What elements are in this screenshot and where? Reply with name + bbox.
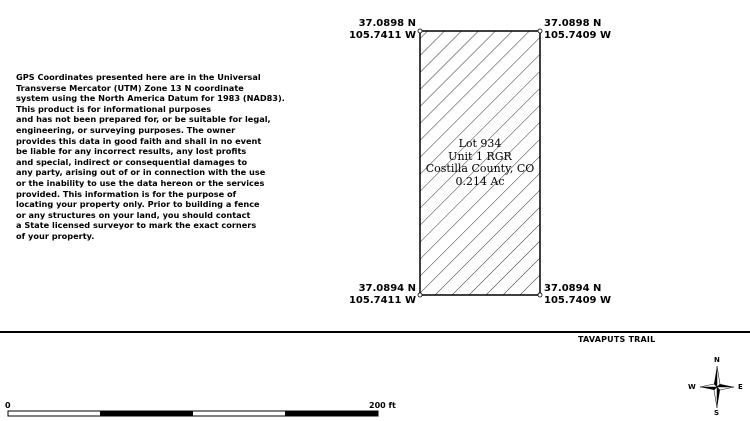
longitude-label: 105.7409 W	[544, 30, 612, 41]
latitude-label: 37.0894 N	[544, 283, 602, 294]
compass-west-label: W	[688, 383, 696, 391]
disclaimer-line: Transverse Mercator (UTM) Zone 13 N coor…	[16, 82, 244, 93]
corner-coord-bottom-right: 37.0894 N 105.7409 W	[544, 283, 611, 307]
lot-unit: Unit 1 RGR	[448, 149, 512, 163]
corner-coord-top-left: 37.0898 N 105.7411 W	[340, 18, 416, 42]
disclaimer-text: GPS Coordinates presented here are in th…	[16, 72, 316, 242]
disclaimer-line: a State licensed surveyor to mark the ex…	[16, 220, 257, 231]
corner-marker-bottom-right	[537, 292, 543, 298]
corner-marker-top-left	[417, 28, 423, 34]
disclaimer-line: or the inability to use the data hereon …	[16, 177, 265, 188]
scale-end-label: 200 ft	[369, 401, 396, 410]
corner-marker-top-right	[537, 28, 543, 34]
compass-east-label: E	[738, 383, 743, 391]
disclaimer-line: or any structures on your land, you shou…	[16, 209, 251, 220]
disclaimer-line: and special, indirect or consequential d…	[16, 156, 248, 167]
latitude-label: 37.0898 N	[358, 18, 416, 29]
disclaimer-line: GPS Coordinates presented here are in th…	[16, 72, 261, 82]
scale-start-label: 0	[5, 401, 11, 410]
disclaimer-line: be liable for any incorrect results, any…	[16, 146, 247, 157]
disclaimer-line: of your property.	[16, 230, 95, 241]
disclaimer-line: This product is for informational purpos…	[16, 103, 212, 114]
corner-marker-bottom-left	[417, 292, 423, 298]
corner-coord-bottom-left: 37.0894 N 105.7411 W	[340, 283, 416, 307]
longitude-label: 105.7409 W	[544, 295, 612, 306]
lot-parcel	[419, 30, 541, 296]
latitude-label: 37.0898 N	[544, 18, 602, 29]
compass-north-label: N	[714, 356, 720, 364]
disclaimer-line: engineering, or surveying purposes. The …	[16, 124, 236, 135]
lot-label: Lot 934 Unit 1 RGR Costilla County, CO 0…	[420, 137, 540, 188]
road-name-label: TAVAPUTS TRAIL	[578, 335, 656, 344]
scale-bar	[7, 410, 379, 417]
lot-number: Lot 934	[458, 137, 502, 150]
disclaimer-line: provided. This information is for the pu…	[16, 188, 237, 199]
disclaimer-line: system using the North America Datum for…	[16, 93, 285, 104]
longitude-label: 105.7411 W	[348, 295, 416, 306]
road-line	[0, 331, 750, 333]
disclaimer-line: locating your property only. Prior to bu…	[16, 199, 260, 210]
corner-coord-top-right: 37.0898 N 105.7409 W	[544, 18, 611, 42]
latitude-label: 37.0894 N	[358, 283, 416, 294]
disclaimer-line: and has not been prepared for, or be sui…	[16, 114, 271, 125]
disclaimer-line: any party, arising out of or in connecti…	[16, 167, 266, 178]
lot-acreage: 0.214 Ac	[455, 174, 505, 188]
disclaimer-line: provides this data in good faith and sha…	[16, 135, 262, 146]
compass-rose-icon: N S E W	[688, 356, 748, 418]
compass-south-label: S	[714, 409, 720, 417]
longitude-label: 105.7411 W	[348, 30, 416, 41]
lot-county: Costilla County, CO	[425, 162, 535, 175]
